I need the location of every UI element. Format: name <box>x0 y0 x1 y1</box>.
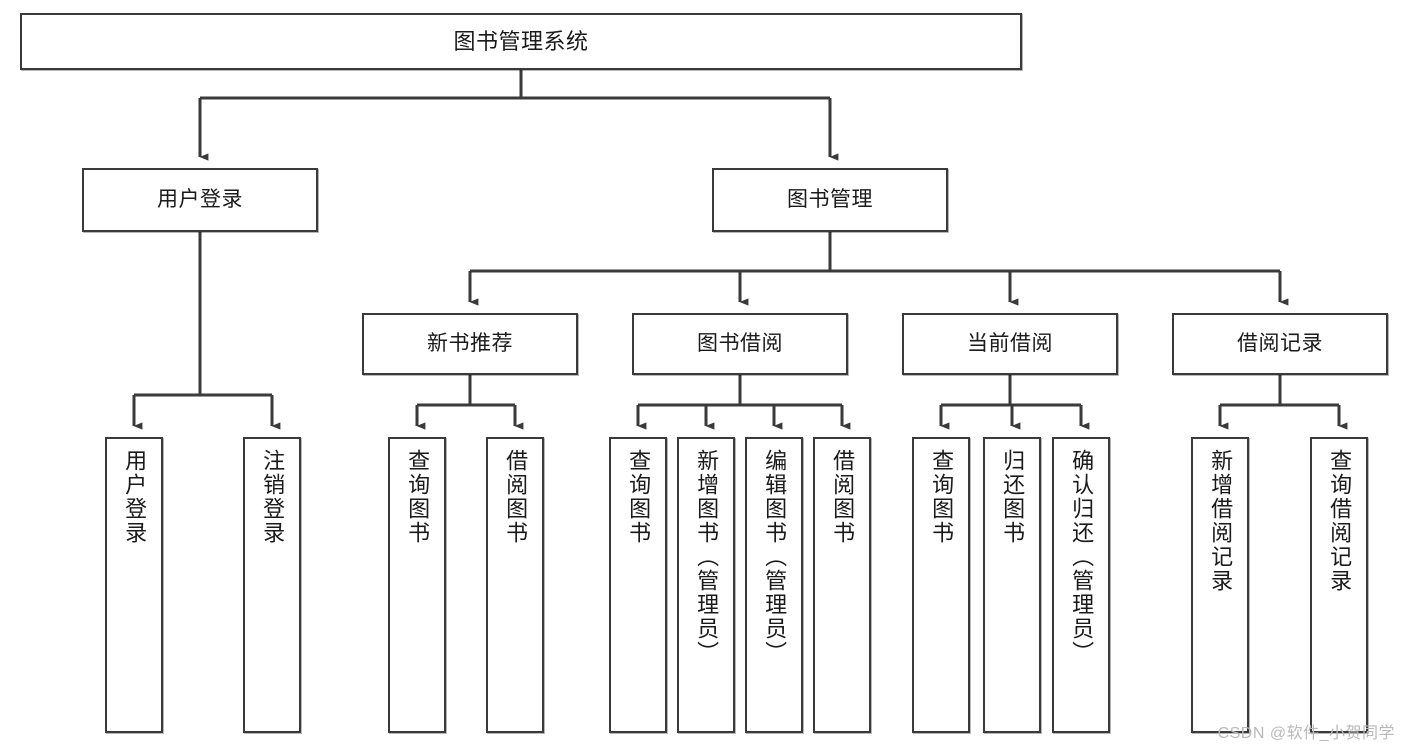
node-n2: 图书管理 <box>712 168 948 232</box>
node-l9: 查询图书 <box>912 437 970 733</box>
node-label: 查询图书 <box>626 449 652 545</box>
node-label: 注销登录 <box>260 449 286 545</box>
node-n6: 借阅记录 <box>1172 313 1388 375</box>
node-l7: 编辑图书（管理员） <box>745 437 803 733</box>
node-label: 新增图书（管理员） <box>694 449 720 665</box>
node-label: 查询图书 <box>405 449 431 545</box>
node-label: 用户登录 <box>122 449 148 545</box>
node-l4: 借阅图书 <box>486 437 544 733</box>
node-l1: 用户登录 <box>105 437 163 733</box>
node-label: 查询图书 <box>929 449 955 545</box>
node-label: 借阅图书 <box>830 449 856 545</box>
node-l11: 确认归还（管理员） <box>1052 437 1110 733</box>
node-label: 编辑图书（管理员） <box>762 449 788 665</box>
node-label: 图书管理 <box>787 187 873 211</box>
node-label: 图书借阅 <box>697 331 783 355</box>
node-l5: 查询图书 <box>609 437 667 733</box>
node-l10: 归还图书 <box>983 437 1041 733</box>
node-label: 确认归还（管理员） <box>1069 449 1095 665</box>
node-l13: 查询借阅记录 <box>1310 437 1368 733</box>
node-l2: 注销登录 <box>243 437 301 733</box>
node-label: 用户登录 <box>157 187 243 211</box>
node-label: 当前借阅 <box>967 331 1053 355</box>
node-label: 新增借阅记录 <box>1208 449 1234 593</box>
node-label: 查询借阅记录 <box>1327 449 1353 593</box>
node-l8: 借阅图书 <box>813 437 871 733</box>
node-label: 借阅记录 <box>1237 331 1323 355</box>
node-label: 图书管理系统 <box>453 28 589 54</box>
node-l12: 新增借阅记录 <box>1191 437 1249 733</box>
node-n4: 图书借阅 <box>632 313 848 375</box>
node-n3: 新书推荐 <box>362 313 578 375</box>
node-label: 借阅图书 <box>503 449 529 545</box>
node-label: 归还图书 <box>1000 449 1026 545</box>
node-l3: 查询图书 <box>388 437 446 733</box>
node-n5: 当前借阅 <box>902 313 1118 375</box>
node-l6: 新增图书（管理员） <box>677 437 735 733</box>
node-n1: 用户登录 <box>82 168 318 232</box>
node-label: 新书推荐 <box>427 331 513 355</box>
node-root: 图书管理系统 <box>20 13 1022 70</box>
